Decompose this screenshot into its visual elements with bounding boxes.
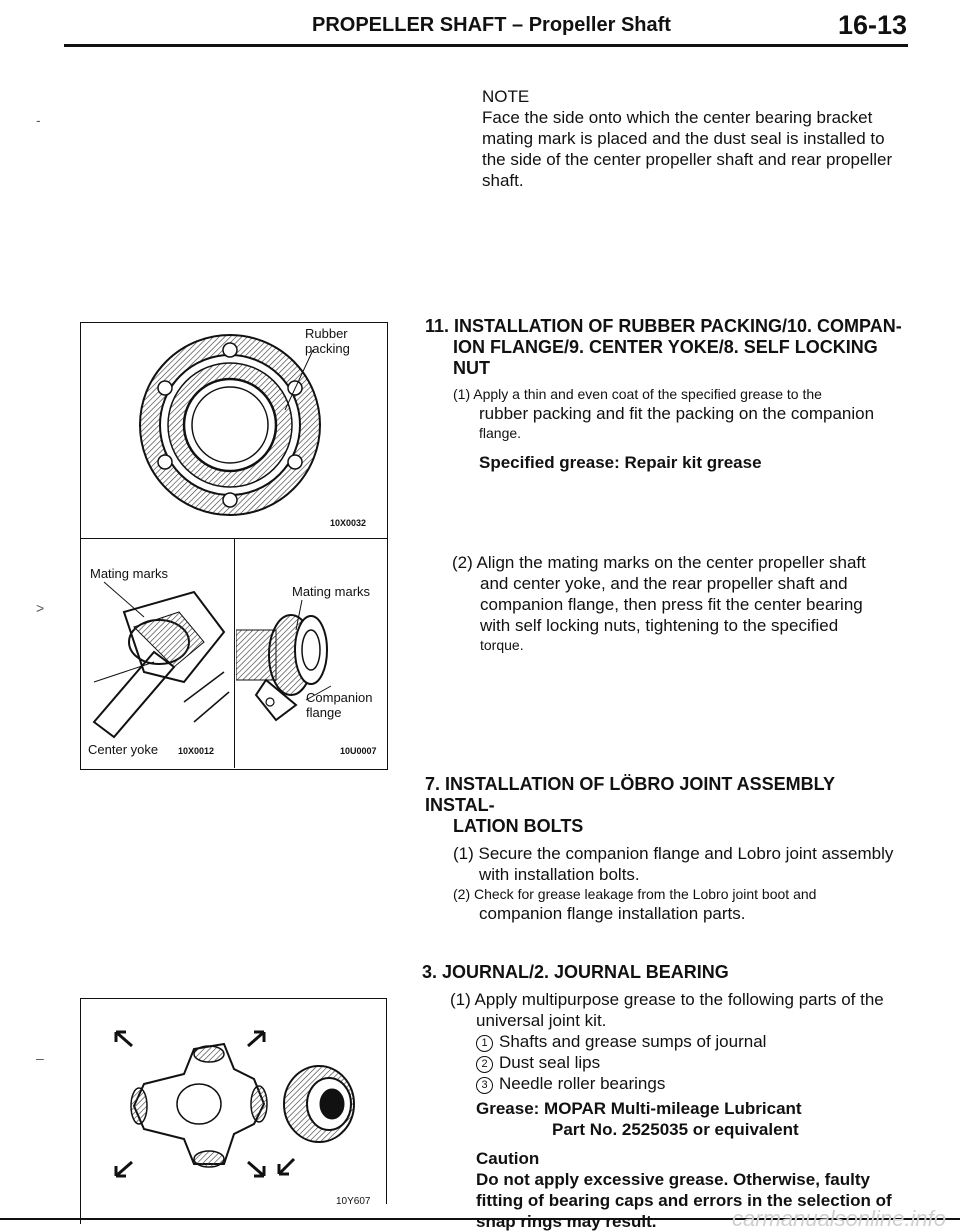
fig1-label: Rubber packing — [305, 326, 350, 356]
fig2-sublabel: Center yoke — [88, 742, 159, 757]
item-number-icon: 3 — [476, 1077, 493, 1094]
section-3-item: 2 Dust seal lips — [422, 1052, 906, 1073]
fig3-sublabel-line: flange — [306, 705, 342, 720]
section-11-step2-line: (2) Align the mating marks on the center… — [452, 553, 866, 572]
section-7-heading-line: LATION BOLTS — [453, 816, 584, 836]
section-7: 7. INSTALLATION OF LÖBRO JOINT ASSEMBLY … — [425, 774, 905, 924]
note-line: the side of the center propeller shaft a… — [482, 150, 893, 169]
note-line: mating mark is placed and the dust seal … — [482, 129, 885, 148]
fig4-code: 10Y607 — [336, 1196, 371, 1207]
section-3-heading: 3. JOURNAL/2. JOURNAL BEARING — [422, 962, 729, 982]
section-7-step2: (2) Check for grease leakage from the Lo… — [453, 886, 817, 902]
rubber-packing-illustration — [139, 334, 321, 516]
footer-rule — [0, 1218, 960, 1220]
section-3-grease: Part No. 2525035 or equivalent — [552, 1120, 799, 1139]
section-3-item-text: Needle roller bearings — [499, 1074, 666, 1093]
section-11-spec: Specified grease: Repair kit grease — [479, 453, 762, 472]
note-label: NOTE — [482, 87, 530, 106]
fig1-label-line: Rubber — [305, 326, 348, 341]
figure-divider — [234, 538, 235, 768]
section-3: 3. JOURNAL/2. JOURNAL BEARING (1) Apply … — [422, 962, 906, 1232]
caution-label: Caution — [476, 1149, 540, 1168]
section-3-item: 1 Shafts and grease sumps of journal — [422, 1031, 906, 1052]
header-rule — [64, 44, 908, 47]
section-7-step1: (1) Secure the companion flange and Lobr… — [453, 844, 894, 863]
center-yoke-illustration — [92, 581, 230, 739]
section-11-step2-line: torque. — [480, 637, 524, 653]
figure-frame-bottom-right — [386, 998, 387, 1204]
section-3-grease: Grease: MOPAR Multi-mileage Lubricant — [476, 1099, 802, 1118]
section-3-item-text: Shafts and grease sumps of journal — [499, 1032, 767, 1051]
watermark: carmanualsonline.info — [731, 1206, 946, 1231]
journal-bearing-illustration — [114, 1030, 355, 1178]
note-line: Face the side onto which the center bear… — [482, 108, 873, 127]
page-number: 16-13 — [838, 10, 908, 40]
fig3-sublabel: Companion flange — [306, 690, 373, 720]
section-3-item: 3 Needle roller bearings — [422, 1073, 906, 1094]
margin-mark: - — [36, 112, 41, 128]
fig1-label-line: packing — [305, 341, 350, 356]
fig3-sublabel-line: Companion — [306, 690, 373, 705]
fig1-code: 10X0032 — [330, 518, 367, 528]
margin-mark: > — [36, 600, 45, 616]
section-11-step2-line: companion flange, then press fit the cen… — [480, 595, 863, 614]
section-11-step2: (2) Align the mating marks on the center… — [452, 552, 904, 654]
section-11-step2-line: with self locking nuts, tightening to th… — [480, 616, 839, 635]
section-7-step2: companion flange installation parts. — [479, 904, 746, 923]
fig3-code: 10U0007 — [340, 746, 377, 756]
figure-frame-bottom-left — [80, 998, 81, 1224]
note-block: NOTE Face the side onto which the center… — [482, 86, 902, 191]
note-line: shaft. — [482, 171, 524, 190]
section-7-step1: with installation bolts. — [479, 865, 640, 884]
section-11-step1: rubber packing and fit the packing on th… — [479, 404, 875, 423]
section-11-step1: (1) Apply a thin and even coat of the sp… — [453, 386, 822, 402]
section-11-step2-line: and center yoke, and the rear propeller … — [480, 574, 848, 593]
fig2-label: Mating marks — [90, 566, 169, 581]
section-11-heading-line: ION FLANGE/9. CENTER YOKE/8. SELF LOCKIN… — [453, 337, 878, 378]
fig3-label: Mating marks — [292, 584, 371, 599]
section-11: 11. INSTALLATION OF RUBBER PACKING/10. C… — [425, 316, 905, 473]
section-11-step1: flange. — [479, 425, 522, 441]
fig2-code: 10X0012 — [178, 746, 215, 756]
section-3-step1: (1) Apply multipurpose grease to the fol… — [450, 990, 884, 1009]
page-header-title: PROPELLER SHAFT – Propeller Shaft — [312, 14, 671, 36]
companion-flange-illustration — [236, 599, 332, 722]
section-3-step1: universal joint kit. — [476, 1011, 607, 1030]
section-11-heading-line: 11. INSTALLATION OF RUBBER PACKING/10. C… — [425, 316, 902, 336]
figure-frame-bottom-top — [80, 998, 386, 999]
caution-line: snap rings may result. — [476, 1212, 657, 1231]
section-7-heading-line: 7. INSTALLATION OF LÖBRO JOINT ASSEMBLY … — [425, 774, 835, 815]
item-number-icon: 2 — [476, 1056, 493, 1073]
section-3-item-text: Dust seal lips — [499, 1053, 601, 1072]
caution-line: Do not apply excessive grease. Otherwise… — [476, 1170, 870, 1189]
caution-line: fitting of bearing caps and errors in th… — [476, 1191, 892, 1210]
item-number-icon: 1 — [476, 1035, 493, 1052]
margin-mark: – — [36, 1050, 44, 1066]
figure-frame-top — [80, 322, 388, 770]
